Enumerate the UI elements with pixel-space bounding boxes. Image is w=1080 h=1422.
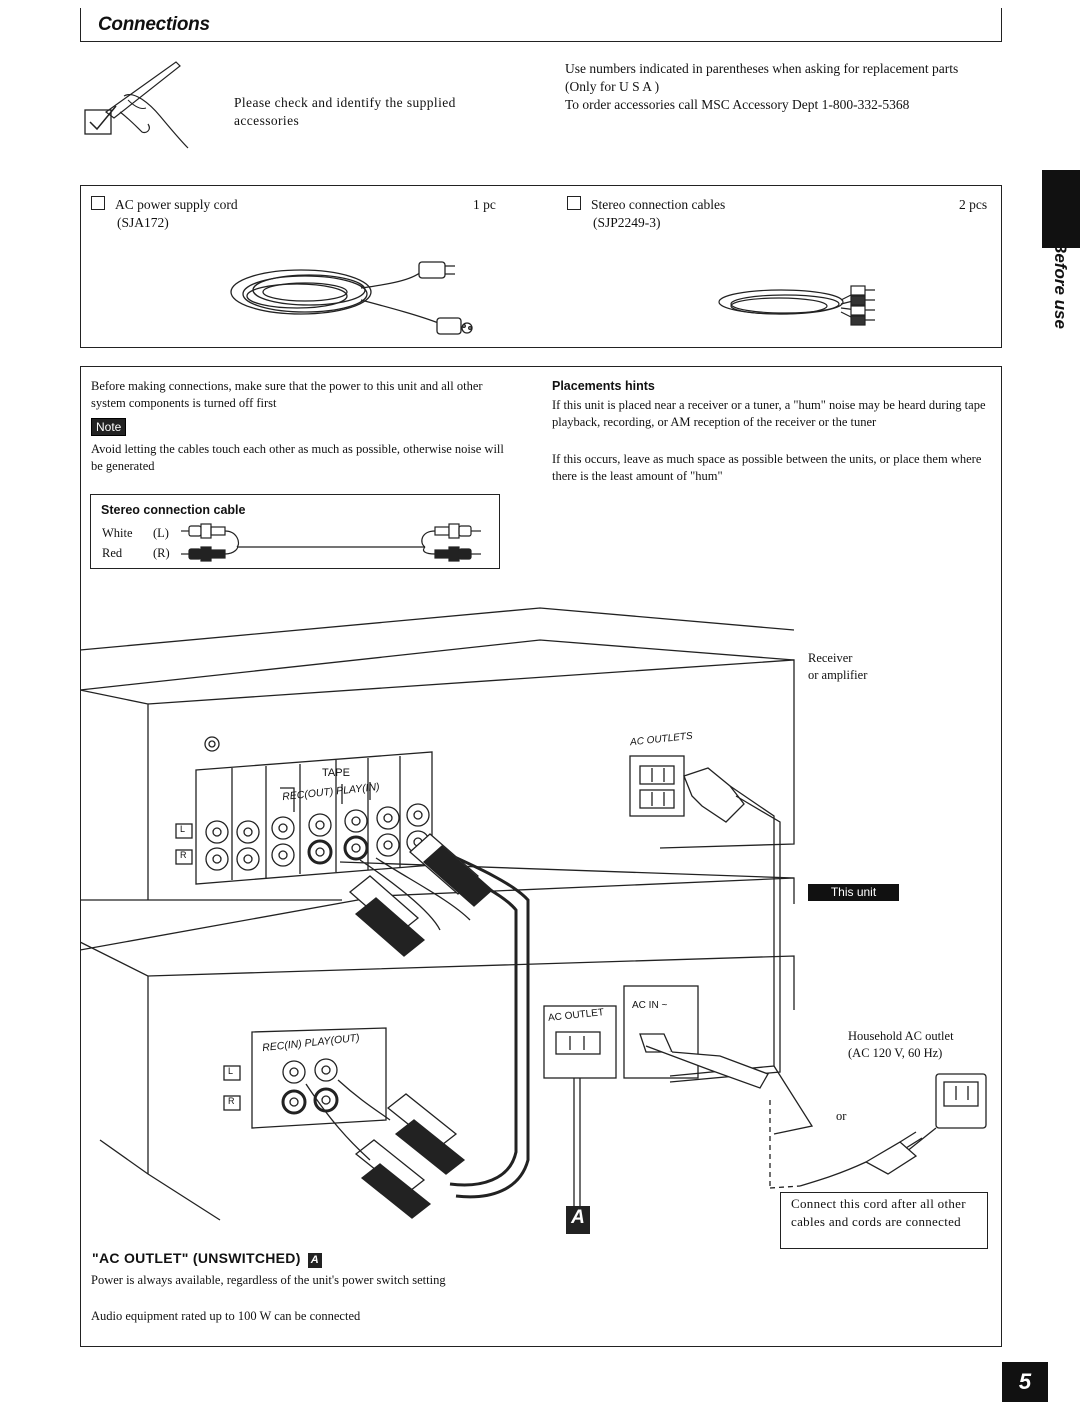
placement-hints-title: Placements hints (552, 379, 655, 393)
household-outlet-label-2: (AC 120 V, 60 Hz) (848, 1046, 943, 1060)
accessory-item-stereo-cables: Stereo connection cables (SJP2249-3) (567, 196, 967, 232)
header-left-tick (80, 8, 81, 42)
replacement-line-3: To order accessories call MSC Accessory … (565, 97, 910, 112)
note-badge: Note (91, 418, 127, 436)
ac-power-cord-illustration (230, 261, 473, 335)
channel-l-label: L (180, 824, 186, 834)
channel-r-label: R (180, 850, 187, 860)
channel-l-label-lower: L (228, 1066, 234, 1076)
accessory-checkbox (567, 196, 581, 210)
page-number: 5 (1002, 1362, 1048, 1402)
accessory-name: AC power supply cord (115, 197, 238, 212)
header-rule (80, 41, 1002, 42)
placement-hints-p1: If this unit is placed near a receiver o… (552, 398, 986, 429)
red-label: Red (102, 546, 123, 560)
side-tab-block (1042, 170, 1080, 248)
ac-outlet-line-2: Audio equipment rated up to 100 W can be… (91, 1309, 361, 1323)
placement-hints-p2: If this occurs, leave as much space as p… (552, 452, 982, 483)
red-channel: (R) (153, 546, 170, 560)
receiver-label-1: Receiver (808, 651, 853, 665)
accessory-part-number: (SJP2249-3) (593, 215, 661, 230)
household-outlet-label-1: Household AC outlet (848, 1029, 954, 1043)
accessories-box: AC power supply cord (SJA172) 1 pc Stere… (80, 185, 1002, 348)
receiver-label-2: or amplifier (808, 668, 868, 682)
connection-procedure-box (80, 366, 1002, 1347)
replacement-parts-note: Use numbers indicated in parentheses whe… (565, 60, 1005, 114)
marker-a: A (571, 1207, 585, 1228)
ac-outlet-heading: "AC OUTLET" (UNSWITCHED) A (92, 1250, 322, 1268)
accessory-qty: 2 pcs (959, 197, 988, 212)
ac-outlet-heading-marker: A (307, 1253, 322, 1268)
white-label: White (102, 526, 133, 540)
channel-r-label-lower: R (228, 1096, 235, 1106)
cable-color-illustration (181, 523, 481, 562)
connection-diagram (80, 607, 987, 1234)
accessory-name: Stereo connection cables (591, 197, 726, 212)
accessory-qty: 1 pc (473, 197, 496, 212)
accessory-part-number: (SJA172) (117, 215, 169, 230)
or-label: or (836, 1109, 847, 1123)
replacement-line-2: (Only for U S A ) (565, 79, 660, 94)
replacement-line-1: Use numbers indicated in parentheses whe… (565, 61, 959, 76)
page-title: Connections (98, 14, 210, 35)
side-tab-label: Before use (1051, 241, 1070, 329)
stereo-cables-illustration (718, 285, 875, 326)
note-text: Avoid letting the cables touch each othe… (91, 442, 504, 473)
note-label: Note (91, 418, 127, 436)
connect-last-text: Connect this cord after all other cables… (791, 1196, 966, 1229)
check-accessories-icon (84, 61, 189, 149)
ac-outlet-line-1: Power is always available, regardless of… (91, 1273, 446, 1287)
header-right-tick (1001, 8, 1002, 42)
accessory-item-ac-cord: AC power supply cord (SJA172) (91, 196, 501, 232)
before-connections-text: Before making connections, make sure tha… (91, 379, 483, 410)
cable-box-title: Stereo connection cable (101, 503, 246, 517)
this-unit-badge: This unit (808, 884, 899, 901)
accessory-checkbox (91, 196, 105, 210)
tape-label: TAPE (322, 767, 350, 779)
ac-in-label: AC IN ~ (632, 1000, 668, 1011)
check-accessories-text: Please check and identify the supplied a… (234, 95, 456, 128)
connect-last-note: Connect this cord after all other cables… (780, 1192, 988, 1249)
white-channel: (L) (153, 526, 169, 540)
ac-outlet-heading-text: "AC OUTLET" (UNSWITCHED) (92, 1250, 301, 1266)
cable-color-box: Stereo connection cable White (L) Red (R… (90, 494, 500, 569)
